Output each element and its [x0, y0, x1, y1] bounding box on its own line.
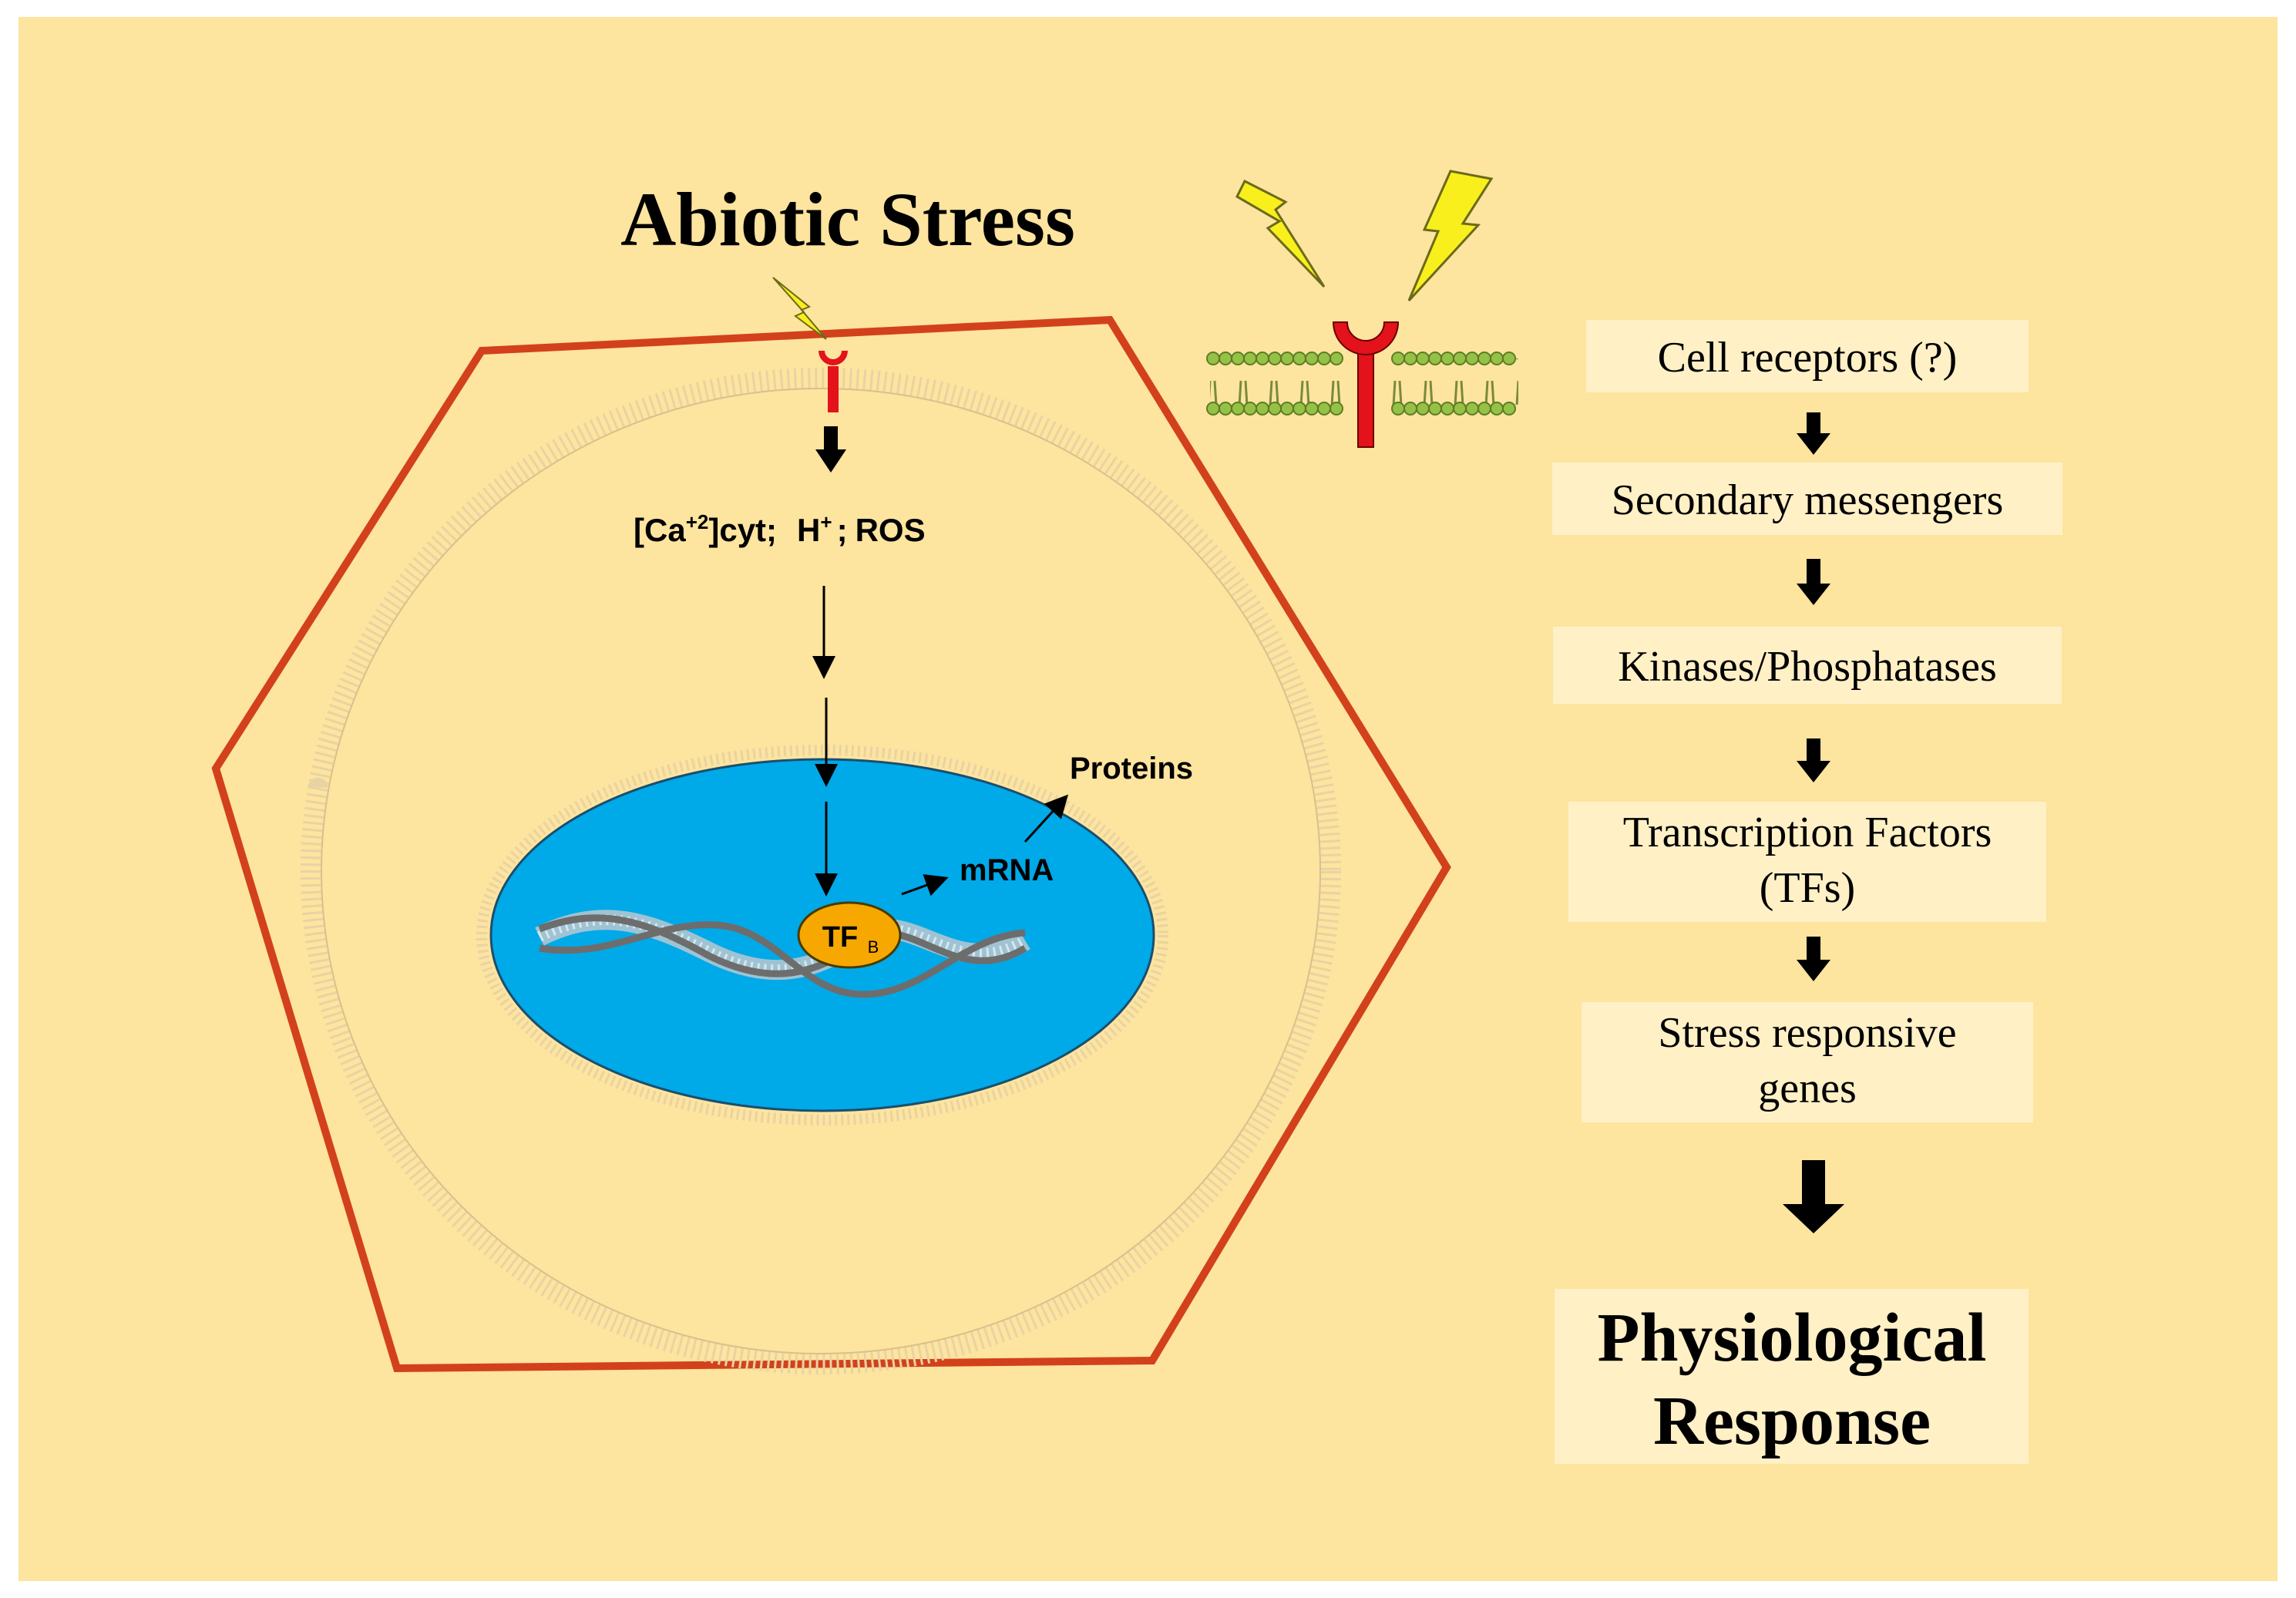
flow-step-box	[1553, 627, 2062, 704]
plasma-membrane	[301, 368, 1341, 1374]
plant-cell: TF B mRNA Proteins [Ca+2]cyt;H+;ROS	[211, 277, 1451, 1374]
flow-step-label: Stress responsive	[1658, 1009, 1956, 1057]
proteins-label: Proteins	[1070, 752, 1193, 786]
dna-helix-icon	[535, 910, 1030, 998]
flow-step-label: Cell receptors (?)	[1658, 334, 1958, 382]
flow-step-box	[1586, 320, 2029, 392]
figure-title: Abiotic Stress	[620, 177, 1075, 262]
flow-step-label: Kinases/Phosphatases	[1618, 643, 1997, 691]
flow-step-label: (TFs)	[1760, 864, 1855, 912]
flow-step-box	[1568, 802, 2046, 922]
lightning-bolt-icon	[772, 277, 827, 340]
flow-step-box	[1582, 1002, 2033, 1122]
secondary-messengers-label: [Ca+2]cyt;H+;ROS	[634, 510, 926, 548]
mrna-label: mRNA	[960, 853, 1054, 887]
nucleus: TF B mRNA	[476, 745, 1168, 1125]
tf-to-mrna-arrow	[901, 874, 949, 897]
receptor-to-messengers-arrow	[815, 426, 846, 473]
tf-subscript: B	[868, 937, 879, 957]
lightning-bolt-icon	[1235, 179, 1326, 288]
flow-step-label: genes	[1758, 1065, 1857, 1112]
flow-step-label: Transcription Factors	[1623, 809, 1992, 856]
tf-label: TF	[822, 921, 858, 954]
down-arrow-icon	[1797, 559, 1830, 605]
down-arrow-icon	[1797, 937, 1830, 981]
result-label: Physiological	[1597, 1300, 1986, 1376]
membrane-receptor-icon	[1332, 321, 1400, 448]
flow-step-box	[1552, 463, 2062, 535]
flow-step-2: Secondary messengers	[1552, 463, 2062, 535]
down-arrow-icon	[1797, 412, 1830, 455]
nuclear-envelope	[476, 745, 1168, 1125]
membrane-receptor-icon	[819, 351, 848, 412]
result-box	[1555, 1289, 2029, 1464]
signaling-flowchart: Cell receptors (?) Secondary messengersKi…	[1552, 320, 2062, 1464]
transcription-factor: TF B	[797, 901, 902, 969]
result-label: Response	[1653, 1383, 1931, 1459]
mrna-to-proteins-arrow	[1024, 794, 1069, 843]
flow-step-1: Cell receptors (?)	[1586, 320, 2029, 392]
flow-step-4: Transcription Factors (TFs)	[1568, 802, 2046, 922]
flow-step-label: Secondary messengers	[1612, 476, 2004, 524]
flow-step-5: Stress responsive genes	[1582, 1002, 2033, 1122]
lightning-bolt-icon	[1407, 170, 1494, 302]
cell-wall	[211, 315, 1451, 1373]
down-arrow-icon	[1783, 1160, 1844, 1233]
phospholipid-heads	[1206, 352, 1516, 415]
flow-step-3: Kinases/Phosphatases	[1553, 627, 2062, 704]
plasma-membrane-inner-edge	[321, 388, 1321, 1354]
membrane-bilayer-illustration	[1206, 170, 1518, 448]
tf-ellipse	[797, 901, 902, 969]
down-arrow-icon	[1797, 738, 1830, 782]
